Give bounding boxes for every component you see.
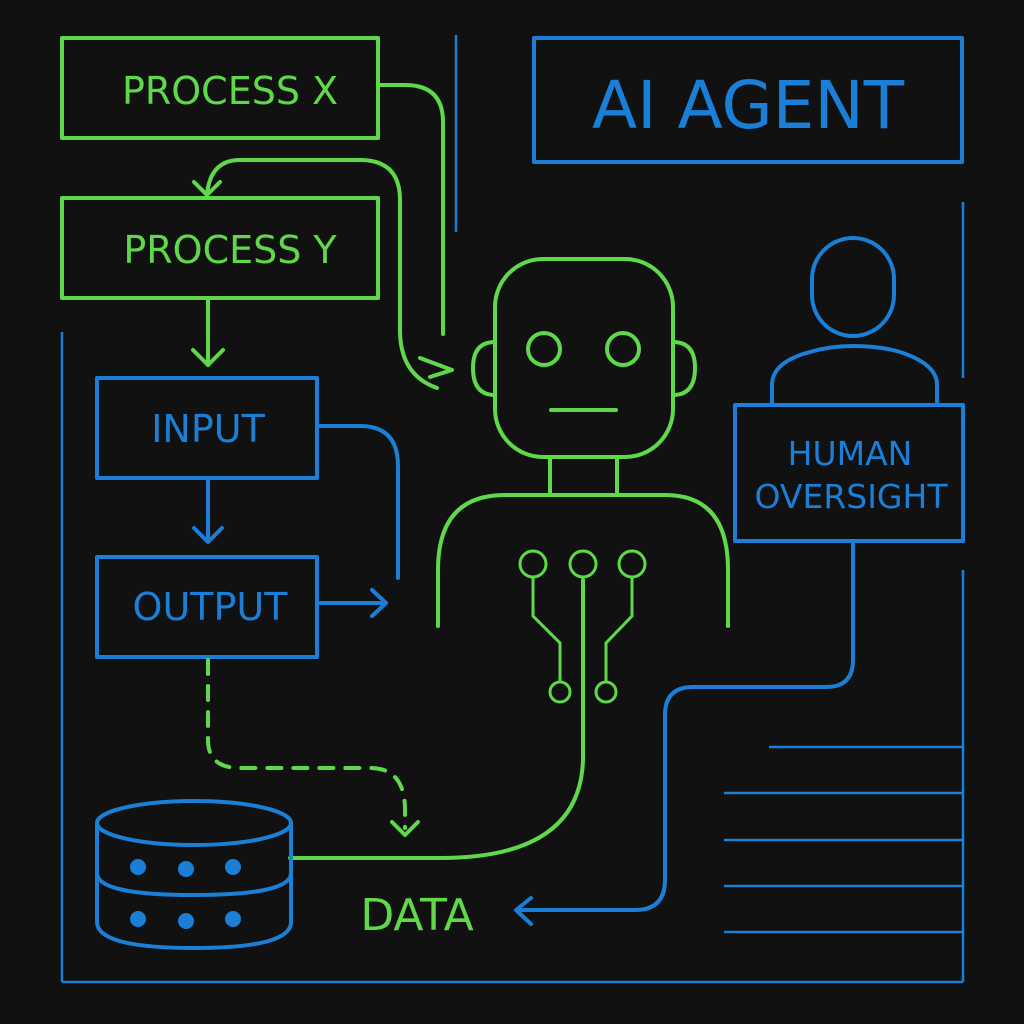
circuit-node: [617, 549, 647, 579]
circuit-node: [594, 680, 618, 704]
output-label: OUTPUT: [133, 585, 289, 629]
human-oversight-node[interactable]: HUMAN OVERSIGHT: [733, 403, 965, 543]
process-x-label: PROCESS X: [122, 69, 338, 113]
arrowhead-output: [192, 526, 224, 544]
input-node[interactable]: INPUT: [95, 376, 319, 480]
connectors-blue: [192, 424, 855, 926]
input-label: INPUT: [151, 407, 265, 451]
database-body: [95, 821, 293, 950]
robot-body: [436, 493, 730, 628]
process-y-node[interactable]: PROCESS Y: [60, 196, 380, 300]
robot-left-eye: [526, 331, 562, 367]
circuit-trace: [604, 575, 634, 682]
edge-oversight-data: [518, 540, 855, 912]
circuit-node: [518, 549, 548, 579]
arrowhead-data: [390, 820, 420, 837]
process-y-box: [60, 196, 380, 300]
database-divider: [95, 871, 293, 897]
robot-right-eye: [605, 331, 641, 367]
database-icon[interactable]: [95, 799, 293, 950]
circuit-node: [568, 549, 598, 579]
process-x-node[interactable]: PROCESS X: [60, 36, 380, 140]
decorative-lines: [724, 745, 963, 934]
arrowhead-input: [191, 348, 225, 367]
process-y-label: PROCESS Y: [123, 228, 337, 272]
arrowhead-processy: [192, 180, 222, 197]
circuit-icon: [518, 549, 647, 722]
circuit-trace: [531, 575, 562, 682]
circuit-node: [548, 680, 572, 704]
input-box: [95, 376, 319, 480]
edge-processx-down: [378, 83, 445, 336]
edge-input-right: [318, 424, 400, 580]
person-icon: [770, 236, 939, 405]
human-oversight-label-line1: HUMAN: [788, 434, 913, 473]
database-dot: [178, 913, 194, 929]
database-dot: [225, 911, 241, 927]
database-top: [95, 799, 293, 847]
human-oversight-label-line2: OVERSIGHT: [755, 477, 949, 516]
frame: [60, 35, 965, 984]
title-box-border: [532, 36, 964, 164]
robot-left-ear: [471, 340, 497, 397]
database-dot: [130, 911, 146, 927]
title-box: AI AGENT: [532, 36, 964, 164]
connectors-green: [191, 83, 585, 860]
process-x-box: [60, 36, 380, 140]
arrowhead-agent: [418, 356, 454, 379]
robot-right-ear: [671, 340, 697, 397]
page-title: AI AGENT: [592, 67, 905, 144]
edge-agent-database: [288, 578, 585, 860]
database-dot: [178, 861, 194, 877]
person-shoulders: [770, 344, 939, 405]
robot-head: [493, 257, 675, 459]
arrowhead-output-agent: [370, 588, 388, 618]
output-box: [95, 555, 319, 659]
database-dot: [225, 859, 241, 875]
data-label: DATA: [360, 890, 473, 941]
robot-icon: [436, 257, 730, 628]
human-oversight-box: [733, 403, 965, 543]
edge-agent-to-processy: [205, 158, 439, 390]
person-head: [810, 236, 896, 338]
edge-output-data-dashed: [206, 658, 407, 830]
database-dot: [130, 859, 146, 875]
output-node[interactable]: OUTPUT: [95, 555, 319, 659]
arrowhead-oversight-data: [514, 896, 533, 926]
